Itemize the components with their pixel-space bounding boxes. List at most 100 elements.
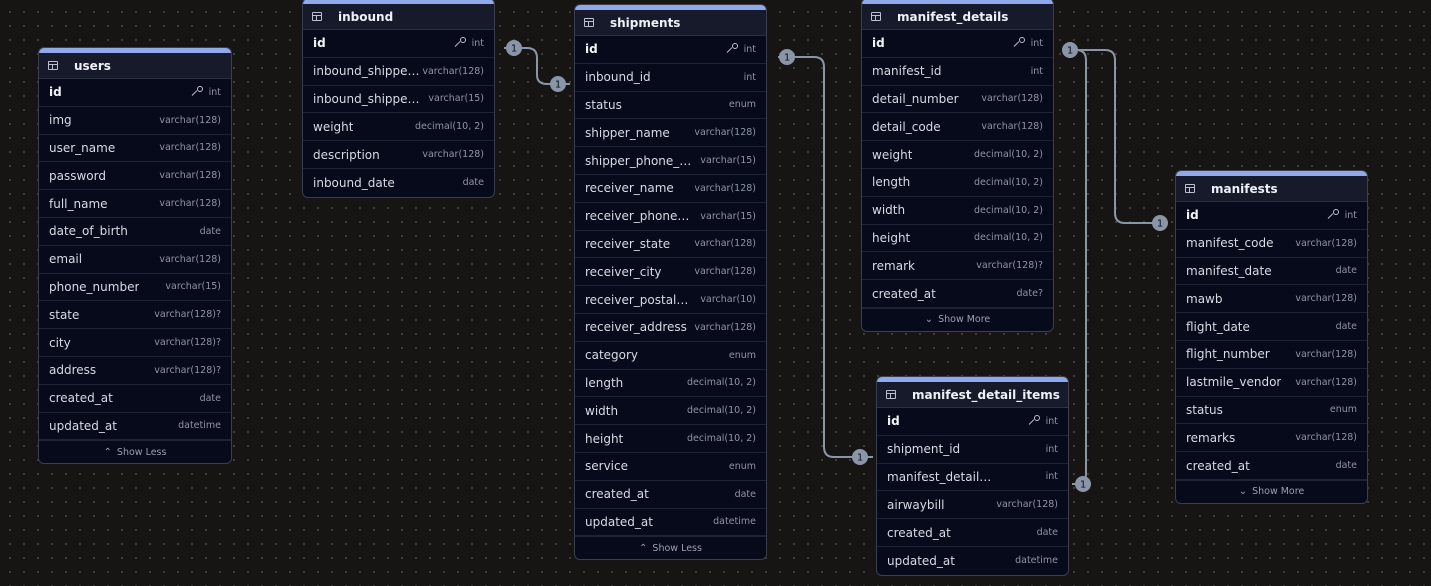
column-row[interactable]: receiver_postal_co…varchar(10): [575, 286, 766, 314]
key-icon: [726, 43, 738, 55]
cardinality-badge: 1: [852, 449, 868, 465]
column-name: receiver_name: [585, 181, 674, 196]
column-meta: int: [1028, 415, 1058, 427]
column-row[interactable]: shipper_phone_nu…varchar(15): [575, 147, 766, 175]
table-header[interactable]: shipments: [575, 10, 766, 36]
toggle-columns-button[interactable]: ⌃Show Less: [39, 440, 231, 463]
column-type: varchar(128): [981, 93, 1043, 105]
column-row[interactable]: inbound_shipper…varchar(128): [303, 58, 494, 86]
column-row[interactable]: inbound_shipper_…varchar(15): [303, 86, 494, 114]
relation-line-shipments-items[interactable]: [778, 56, 873, 458]
table-header[interactable]: manifests: [1176, 176, 1367, 202]
relation-line-details-items[interactable]: [1069, 49, 1087, 485]
column-name: weight: [872, 147, 913, 162]
column-name: manifest_detail_id: [887, 469, 995, 484]
table-header[interactable]: inbound: [303, 4, 494, 30]
column-name: full_name: [49, 196, 108, 211]
relation-line-details-manifests[interactable]: [1069, 49, 1168, 224]
toggle-columns-button[interactable]: ⌄Show More: [862, 307, 1053, 331]
toggle-columns-button[interactable]: ⌃Show Less: [575, 536, 766, 559]
column-name: created_at: [872, 286, 936, 301]
key-icon: [191, 86, 203, 98]
column-row[interactable]: receiver_phone_nu…varchar(15): [575, 203, 766, 231]
column-type: decimal(10, 2): [686, 405, 756, 417]
column-type: int: [471, 37, 484, 49]
column-name: inbound_shipper…: [313, 64, 421, 79]
column-meta: decimal(10, 2): [974, 205, 1043, 216]
column-name: inbound_shipper_…: [313, 91, 421, 106]
toggle-columns-button[interactable]: ⌄Show More: [1176, 479, 1367, 503]
table-header[interactable]: manifest_detail_items: [877, 382, 1068, 408]
relation-line-inbound-shipments[interactable]: [504, 47, 570, 85]
table-header[interactable]: manifest_details: [862, 4, 1053, 30]
column-name: date_of_birth: [49, 224, 128, 239]
table-header[interactable]: users: [39, 53, 231, 79]
column-name: flight_number: [1186, 347, 1270, 362]
